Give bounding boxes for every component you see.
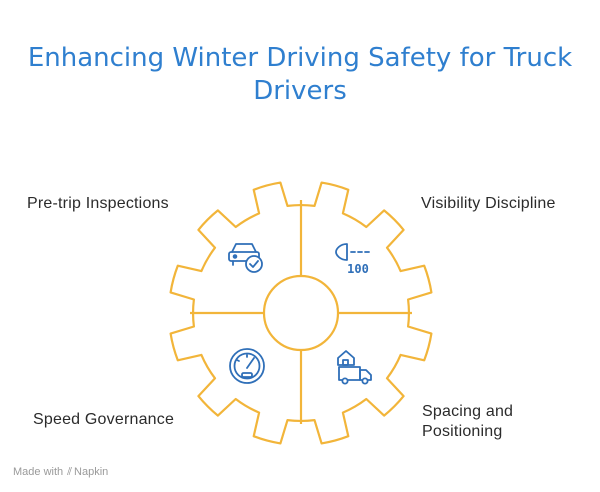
headlight-value: 100	[347, 262, 369, 276]
napkin-logo-icon: ⫽	[67, 466, 73, 478]
label-pre-trip-inspections: Pre-trip Inspections	[27, 195, 169, 212]
label-spacing-and-positioning: Spacing and Positioning	[422, 403, 514, 440]
gear-outline	[169, 181, 433, 445]
label-visibility-discipline: Visibility Discipline	[421, 195, 556, 212]
page-title: Enhancing Winter Driving Safety for Truc…	[27, 43, 573, 106]
gear-dividers	[190, 200, 412, 424]
footer-brand: Napkin	[74, 466, 109, 478]
footer-attribution: Made with⫽Napkin	[13, 466, 108, 479]
label-speed-governance: Speed Governance	[33, 411, 175, 428]
headlight-100-icon: 100	[335, 243, 370, 276]
footer-made-with: Made with	[13, 466, 64, 478]
speedometer-icon	[229, 348, 265, 384]
gear-hub	[262, 274, 340, 352]
truck-house-icon	[337, 350, 372, 385]
car-check-icon	[228, 243, 263, 273]
